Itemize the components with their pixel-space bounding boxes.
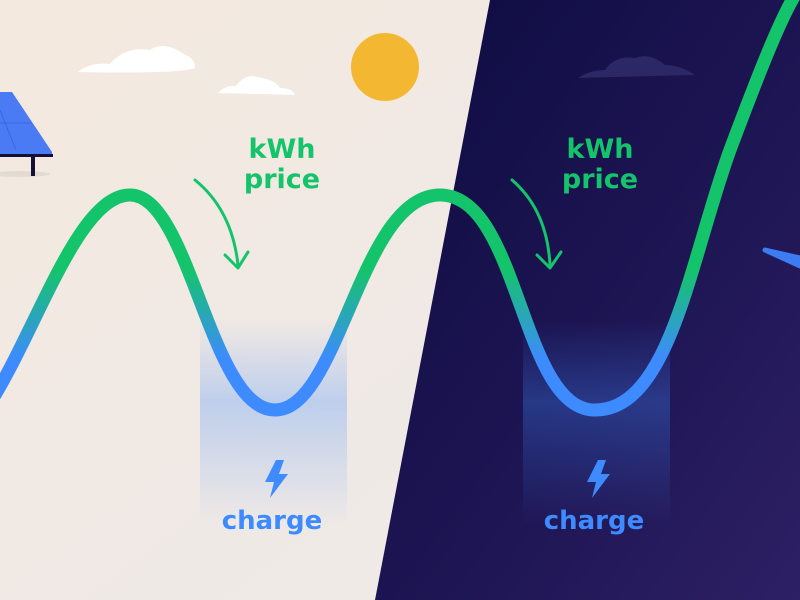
price-label-day-2: price (244, 164, 320, 195)
price-label-night-2: price (562, 164, 638, 195)
charge-window-night (523, 320, 670, 525)
arrow-down-icon (193, 178, 240, 267)
lightning-bolt-icon (587, 460, 610, 498)
sun-icon (351, 33, 419, 101)
cloud-icon (218, 76, 295, 95)
price-curve (0, 0, 800, 417)
charge-label-night: charge (544, 506, 645, 536)
arrow-down-icon (510, 178, 552, 267)
price-label-day-1: kWh (249, 134, 316, 165)
cloud-icon (578, 56, 695, 78)
charge-label-day: charge (222, 506, 323, 536)
arrow-head-icon (223, 250, 250, 270)
price-label-night-1: kWh (567, 134, 634, 165)
cable-icon (762, 247, 800, 269)
solar-panel-icon (0, 92, 53, 177)
night-background (375, 0, 800, 600)
arrow-head-icon (535, 250, 563, 270)
cloud-icon (78, 46, 195, 73)
lightning-bolt-icon (265, 460, 288, 498)
